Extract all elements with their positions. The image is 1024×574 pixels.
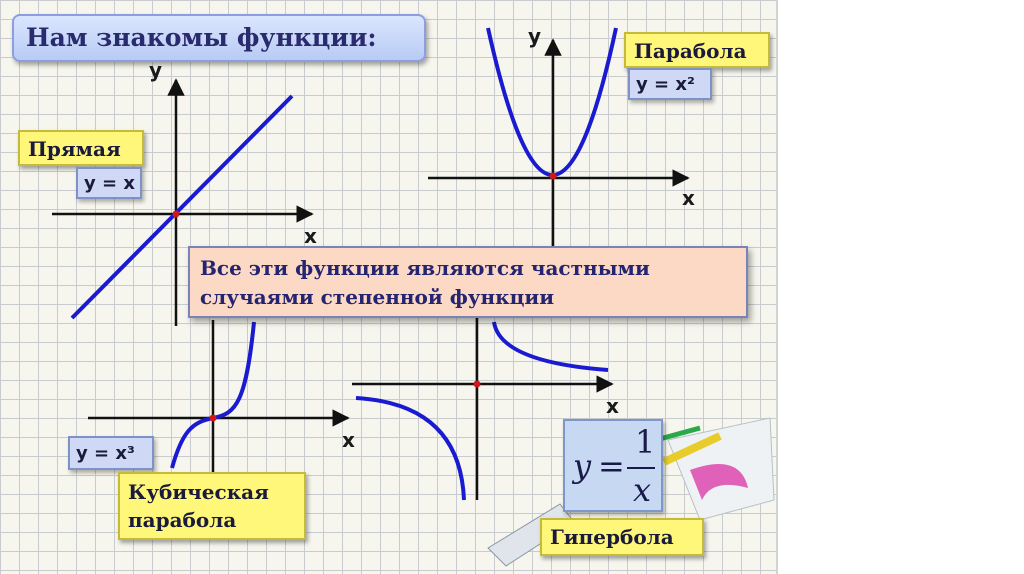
parabola-axis-y-label: y	[528, 24, 542, 48]
hyperbola-formula-denominator: x	[633, 471, 652, 509]
hyperbola-origin-dot	[473, 380, 481, 388]
slide-right-edge	[776, 0, 778, 574]
line-axis-y-label: y	[149, 58, 163, 82]
line-origin-dot	[172, 210, 180, 218]
hyperbola-formula-fraction-bar	[627, 467, 655, 469]
hyperbola-branch-right	[492, 321, 609, 372]
line-name-label: Прямая	[18, 130, 144, 166]
cubic-axis-x-label: x	[342, 428, 355, 452]
cubic-name-line2: парабола	[128, 508, 237, 532]
hyperbola-axis-x-label: x	[606, 394, 619, 418]
hyperbola-formula-numerator: 1	[635, 423, 656, 461]
hyperbola-graph	[352, 318, 614, 501]
hyperbola-formula-eq: =	[598, 447, 625, 485]
summary-note: Все эти функции являются частными случая…	[188, 246, 748, 318]
hyperbola-formula-y: y	[573, 447, 592, 485]
hyperbola-branch-left	[355, 396, 466, 501]
cubic-graph	[88, 320, 350, 540]
line-formula-label: y = x	[76, 167, 142, 199]
parabola-formula-label: y = x²	[628, 68, 712, 100]
cubic-name-label: Кубическая парабола	[118, 472, 306, 540]
slide: y x y x x x Нам знакомы функции: Прямая …	[0, 0, 776, 574]
cubic-formula-label: y = x³	[68, 436, 154, 470]
parabola-graph	[428, 27, 690, 250]
line-graph	[52, 78, 314, 326]
line-curve	[70, 94, 294, 320]
page-title: Нам знакомы функции:	[12, 14, 426, 62]
cubic-name-line1: Кубическая	[128, 480, 269, 504]
parabola-origin-dot	[549, 172, 557, 180]
parabola-name-label: Парабола	[624, 32, 770, 68]
hyperbola-name-label: Гипербола	[540, 518, 704, 556]
parabola-axis-x-label: x	[682, 186, 695, 210]
hyperbola-formula-label: y = 1 x	[563, 419, 663, 512]
cubic-origin-dot	[209, 414, 217, 422]
line-axis-x-label: x	[304, 224, 317, 248]
